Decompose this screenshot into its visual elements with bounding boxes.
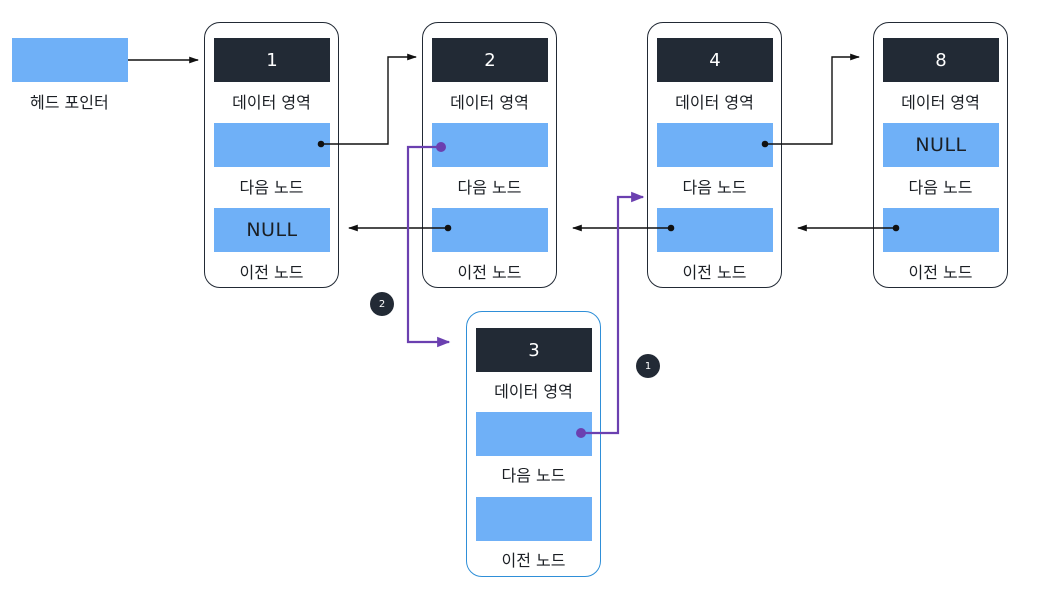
node-2-prev-field (432, 208, 548, 252)
node-1-next-field (214, 123, 330, 167)
node-2-to-node-3-new-link (406, 145, 451, 348)
node-1-next-label: 다음 노드 (239, 178, 304, 197)
node-3-new: 3 데이터 영역 다음 노드 이전 노드 (466, 311, 601, 577)
node-4-data: 4 (657, 38, 773, 82)
node-8-prev-field (883, 208, 999, 252)
node-3-to-node-4-new-link (581, 191, 645, 435)
node-4-prev-label: 이전 노드 (682, 263, 747, 282)
node-1-prev-label: 이전 노드 (239, 263, 304, 282)
node-8-data-label: 데이터 영역 (901, 93, 980, 112)
head-pointer-box (12, 38, 128, 82)
node-3-data: 3 (476, 328, 592, 372)
node-8: 8 데이터 영역 NULL 다음 노드 이전 노드 (873, 22, 1008, 288)
node-4-next-label: 다음 노드 (682, 178, 747, 197)
node-3-prev-label: 이전 노드 (501, 551, 566, 570)
node-8-next-label: 다음 노드 (908, 178, 973, 197)
node-4-next-field (657, 123, 773, 167)
head-pointer-label: 헤드 포인터 (30, 93, 109, 112)
node-2-prev-label: 이전 노드 (457, 263, 522, 282)
node-3-next-label: 다음 노드 (501, 466, 566, 485)
node-1: 1 데이터 영역 다음 노드 NULL 이전 노드 (204, 22, 339, 288)
node-2-next-field (432, 123, 548, 167)
node-8-next-field: NULL (883, 123, 999, 167)
step-1-badge: 1 (636, 354, 660, 378)
node-3-prev-field (476, 497, 592, 541)
node-2-data-label: 데이터 영역 (450, 93, 529, 112)
node-1-data: 1 (214, 38, 330, 82)
node-4-prev-field (657, 208, 773, 252)
node-2: 2 데이터 영역 다음 노드 이전 노드 (422, 22, 557, 288)
node-1-to-node-2-arrow (321, 53, 417, 145)
node-4: 4 데이터 영역 다음 노드 이전 노드 (647, 22, 782, 288)
node-4-to-node-8-arrow (765, 53, 860, 145)
step-2-badge: 2 (370, 292, 394, 316)
node-3-next-field (476, 412, 592, 456)
node-8-prev-label: 이전 노드 (908, 263, 973, 282)
node-4-data-label: 데이터 영역 (675, 93, 754, 112)
node-1-data-label: 데이터 영역 (232, 93, 311, 112)
node-2-next-label: 다음 노드 (457, 178, 522, 197)
node-8-data: 8 (883, 38, 999, 82)
node-1-prev-field: NULL (214, 208, 330, 252)
node-2-data: 2 (432, 38, 548, 82)
node-3-data-label: 데이터 영역 (494, 382, 573, 401)
